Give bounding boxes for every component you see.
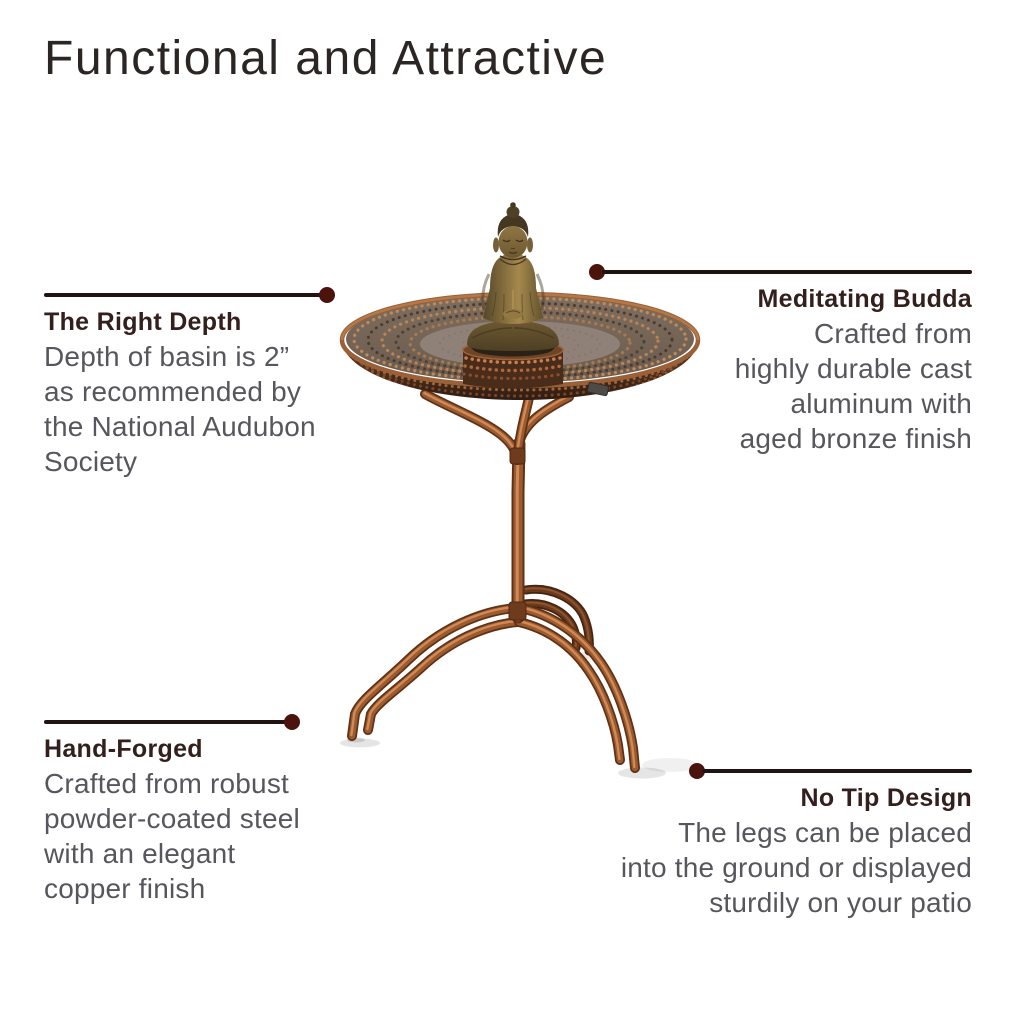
callout-no-tip-design: No Tip Design The legs can be placed int… [621,763,972,920]
callout-meditating-budda: Meditating Budda Crafted from highly dur… [589,264,972,456]
callout-dot-icon [589,264,605,280]
callout-body-line: highly durable cast [734,353,972,384]
callout-body-line: Society [44,446,138,477]
callout-body-line: sturdily on your patio [709,887,972,918]
callout-body-line: the National Audubon [44,411,316,442]
buddha-crossed-legs [467,320,559,351]
callout-body: Crafted from highly durable cast aluminu… [735,316,972,456]
callout-title: The Right Depth [44,308,242,336]
callout-body-line: as recommended by [44,376,302,407]
callout-connector [44,287,335,303]
leg-junction-collar [508,601,527,621]
callout-right-depth: The Right Depth Depth of basin is 2” as … [44,287,335,479]
callout-line [44,293,322,297]
callout-body: Depth of basin is 2” as recommended by t… [44,339,335,479]
product-illustration [339,202,701,779]
callout-line [602,270,972,274]
callout-body-line: aluminum with [790,388,972,419]
callout-body-line: powder-coated steel [44,803,300,834]
callout-body-line: Depth of basin is 2” [44,341,290,372]
callout-title: Meditating Budda [757,285,972,313]
callout-dot-icon [319,287,335,303]
buddha-torso [483,253,543,324]
callout-body-line: with an elegant [44,838,236,869]
callout-hand-forged: Hand-Forged Crafted from robust powder-c… [44,714,300,906]
callout-body-line: Crafted from [814,318,972,349]
buddha-face [498,226,528,258]
callout-body-line: Crafted from robust [44,768,289,799]
callout-title: Hand-Forged [44,735,203,763]
page-title: Functional and Attractive [44,32,608,85]
callout-body-line: copper finish [44,873,206,904]
callout-line [702,769,972,773]
buddha-hair [497,214,529,237]
callout-connector [589,264,972,280]
callout-title: No Tip Design [800,784,972,812]
callout-line [44,720,287,724]
ground-shadows [340,652,698,779]
callout-connector [689,763,972,779]
callout-body-line: aged bronze finish [739,423,972,454]
callout-dot-icon [284,714,300,730]
product-image [330,192,710,782]
callout-connector [44,714,300,730]
buddha-statue [467,202,559,355]
callout-body-line: The legs can be placed [678,817,972,848]
callout-dot-icon [689,763,705,779]
callout-body: The legs can be placed into the ground o… [621,815,972,920]
bowl-clip [587,381,609,397]
stand-column [424,392,569,620]
callout-body-line: into the ground or displayed [620,852,972,883]
column-collar [509,447,526,465]
callout-body: Crafted from robust powder-coated steel … [44,766,300,906]
